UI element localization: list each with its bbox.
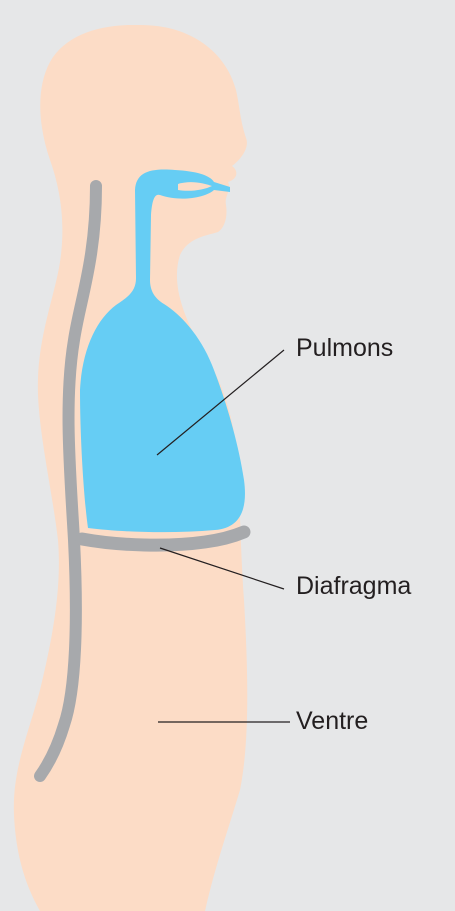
lungs-label: Pulmons [296,333,393,363]
diaphragm-label: Diafragma [296,571,411,601]
belly-label: Ventre [296,706,368,736]
